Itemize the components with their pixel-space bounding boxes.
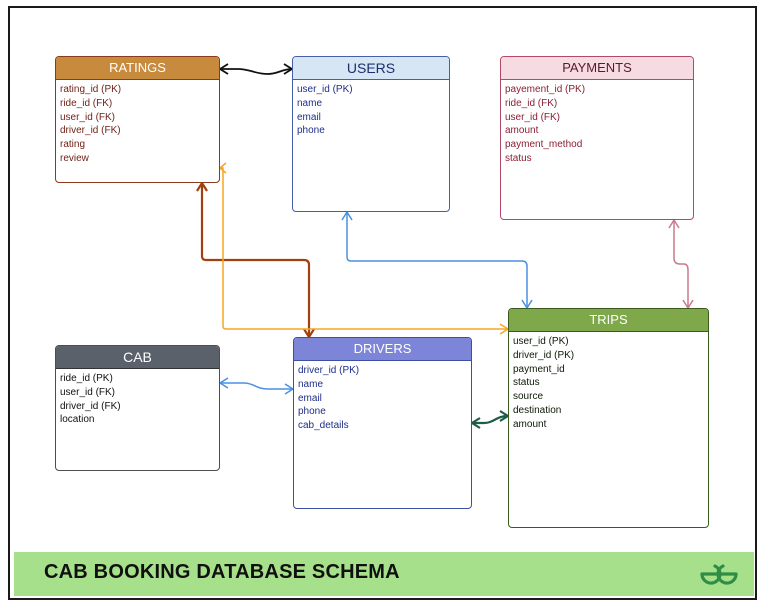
field-driver-id: driver_id (PK) [298,365,360,376]
diagram-frame: RATINGS rating_id (PK) ride_id (FK) user… [8,6,757,600]
footer-banner: CAB BOOKING DATABASE SCHEMA [14,552,754,596]
entity-drivers-fields: driver_id (PK) name email phone cab_deta… [294,361,471,433]
field-user-id: user_id (FK) [60,111,116,123]
field-user-id: user_id (PK) [513,336,569,347]
rel-cab-drivers [219,377,294,395]
entity-trips-title: TRIPS [509,309,708,332]
field-email: email [297,111,321,123]
field-payment-id: payment_id [513,363,565,375]
field-ride-id: ride_id (FK) [60,97,113,109]
field-amount: amount [505,125,539,137]
field-destination: destination [513,404,562,416]
entity-drivers-title: DRIVERS [294,338,471,361]
field-status: status [505,152,532,164]
field-status: status [513,377,540,389]
field-name: name [297,97,323,109]
entity-cab[interactable]: CAB ride_id (PK) user_id (FK) driver_id … [55,345,220,471]
entity-trips[interactable]: TRIPS user_id (PK) driver_id (PK) paymen… [508,308,709,528]
field-rating: rating [60,139,86,151]
rel-payments-trips [668,219,694,309]
field-review: review [60,152,89,164]
rel-users-trips [341,211,533,309]
rel-drivers-trips [471,410,509,429]
diagram-title: CAB BOOKING DATABASE SCHEMA [44,561,400,583]
field-ride-id: ride_id (PK) [60,373,113,384]
gfg-logo-icon [700,564,738,585]
rel-ratings-trips [219,162,509,335]
field-ride-id: ride_id (FK) [505,97,558,109]
field-driver-id: driver_id (FK) [60,400,121,412]
field-source: source [513,391,544,403]
entity-drivers[interactable]: DRIVERS driver_id (PK) name email phone … [293,337,472,509]
field-user-id: user_id (FK) [60,386,116,398]
field-location: location [60,414,95,426]
entity-payments-fields: payement_id (PK) ride_id (FK) user_id (F… [501,80,693,166]
field-email: email [298,392,322,404]
entity-users[interactable]: USERS user_id (PK) name email phone [292,56,450,212]
field-user-id: user_id (FK) [505,111,561,123]
field-amount: amount [513,418,547,430]
field-phone: phone [298,406,326,418]
field-user-id: user_id (PK) [297,84,353,95]
field-driver-id: driver_id (FK) [60,125,121,137]
rel-ratings-users [219,63,293,75]
field-payement-id: payement_id (PK) [505,84,586,95]
entity-trips-fields: user_id (PK) driver_id (PK) payment_id s… [509,332,708,432]
field-payment-method: payment_method [505,139,583,151]
field-cab-details: cab_details [298,420,349,432]
entity-payments[interactable]: PAYMENTS payement_id (PK) ride_id (FK) u… [500,56,694,220]
entity-users-fields: user_id (PK) name email phone [293,80,449,138]
entity-ratings-title: RATINGS [56,57,219,80]
relationship-lines [196,63,694,429]
entity-ratings[interactable]: RATINGS rating_id (PK) ride_id (FK) user… [55,56,220,183]
rel-ratings-drivers [196,182,315,338]
field-phone: phone [297,125,325,137]
field-name: name [298,378,324,390]
entity-cab-title: CAB [56,346,219,369]
entity-users-title: USERS [293,57,449,80]
entity-ratings-fields: rating_id (PK) ride_id (FK) user_id (FK)… [56,80,219,166]
field-rating-id: rating_id (PK) [60,84,122,95]
entity-cab-fields: ride_id (PK) user_id (FK) driver_id (FK)… [56,369,219,427]
field-driver-id: driver_id (PK) [513,349,575,361]
entity-payments-title: PAYMENTS [501,57,693,80]
